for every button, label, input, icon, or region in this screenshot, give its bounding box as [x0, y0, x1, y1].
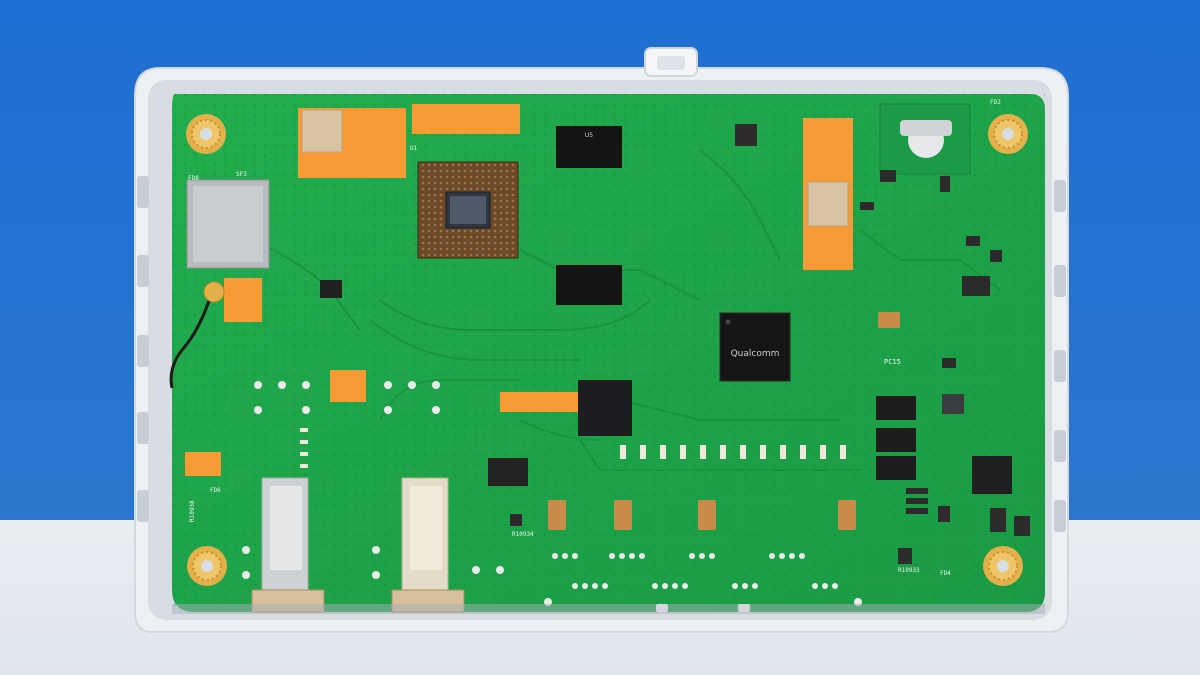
- ic-chip: [320, 280, 342, 298]
- silkscreen-label: FD6: [210, 487, 221, 494]
- silkscreen-label: R10933: [898, 567, 920, 574]
- network-chip: [578, 380, 632, 436]
- silkscreen-label: FD2: [990, 99, 1001, 106]
- port-connector: [251, 477, 325, 613]
- mounting-hole: [186, 114, 226, 154]
- mounting-holes: [186, 114, 1028, 586]
- main-cpu-chip: [417, 161, 519, 259]
- foam-pad: [807, 181, 849, 227]
- chip-marking: U5: [585, 132, 593, 139]
- antenna-cable: [169, 281, 225, 389]
- through-hole-pads: [242, 381, 862, 606]
- silkscreen-label: R10938: [189, 500, 196, 522]
- mounting-hole: [988, 114, 1028, 154]
- silkscreen-label: U1: [410, 145, 418, 152]
- memory-chip: U5: [556, 126, 622, 168]
- soc-brand-label: Qualcomm: [731, 349, 780, 359]
- mounting-hole: [983, 546, 1023, 586]
- capacitors: [548, 312, 900, 530]
- silkscreen-label: PC15: [884, 358, 901, 366]
- silkscreen-label: FD4: [940, 570, 951, 577]
- ic-chip: [962, 276, 990, 296]
- smd-components: [510, 170, 1030, 564]
- silkscreen-label: R10934: [512, 531, 534, 538]
- power-jack-area: [879, 103, 971, 175]
- ic-chip: [972, 456, 1012, 494]
- power-mosfets: [876, 396, 916, 480]
- silkscreen-label: FD8: [188, 175, 199, 182]
- enclosure-side-notches: [137, 176, 1066, 532]
- ic-chip: [488, 458, 528, 486]
- board-edge-shadow: [172, 604, 1045, 614]
- smd-resistors: [300, 428, 846, 468]
- rf-shield-can: [186, 179, 270, 269]
- inductor: [735, 124, 757, 146]
- mounting-hole: [187, 546, 227, 586]
- foam-pad: [301, 109, 343, 153]
- memory-chip: [556, 265, 622, 305]
- qualcomm-switch-chip: Qualcomm: [719, 312, 791, 382]
- silkscreen-label: SF3: [236, 171, 247, 178]
- inductor: [942, 394, 964, 414]
